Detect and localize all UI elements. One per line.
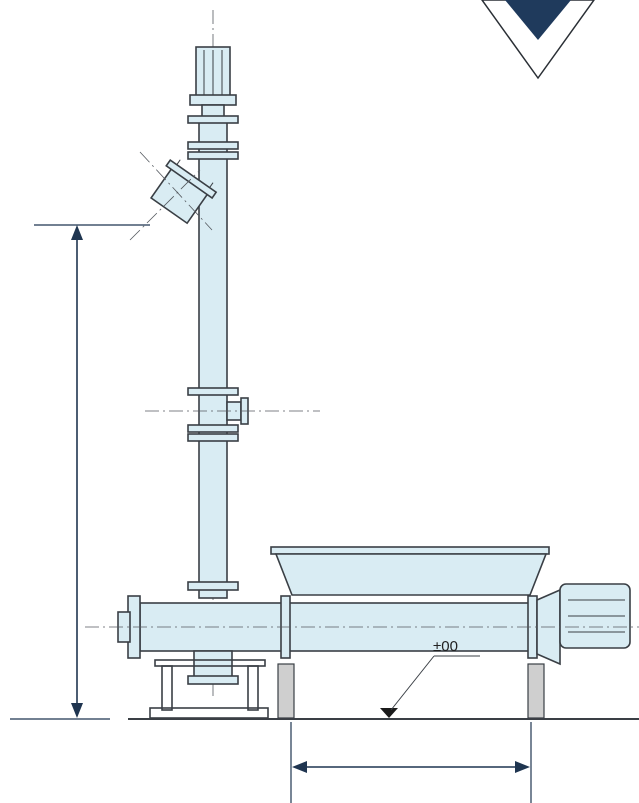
width-dimension xyxy=(290,722,532,803)
column-support-frame xyxy=(149,659,269,719)
horizontal-conveyor xyxy=(85,583,639,685)
level-marker-icon xyxy=(380,655,480,718)
support-pillar-left xyxy=(277,663,295,719)
support-pillar-right xyxy=(527,663,545,719)
feed-hopper xyxy=(270,546,550,596)
height-dimension xyxy=(34,224,150,718)
vertical-conveyor-tube xyxy=(145,46,320,599)
level-label: ±00 xyxy=(433,638,458,655)
logo-triangle-icon xyxy=(481,0,595,80)
